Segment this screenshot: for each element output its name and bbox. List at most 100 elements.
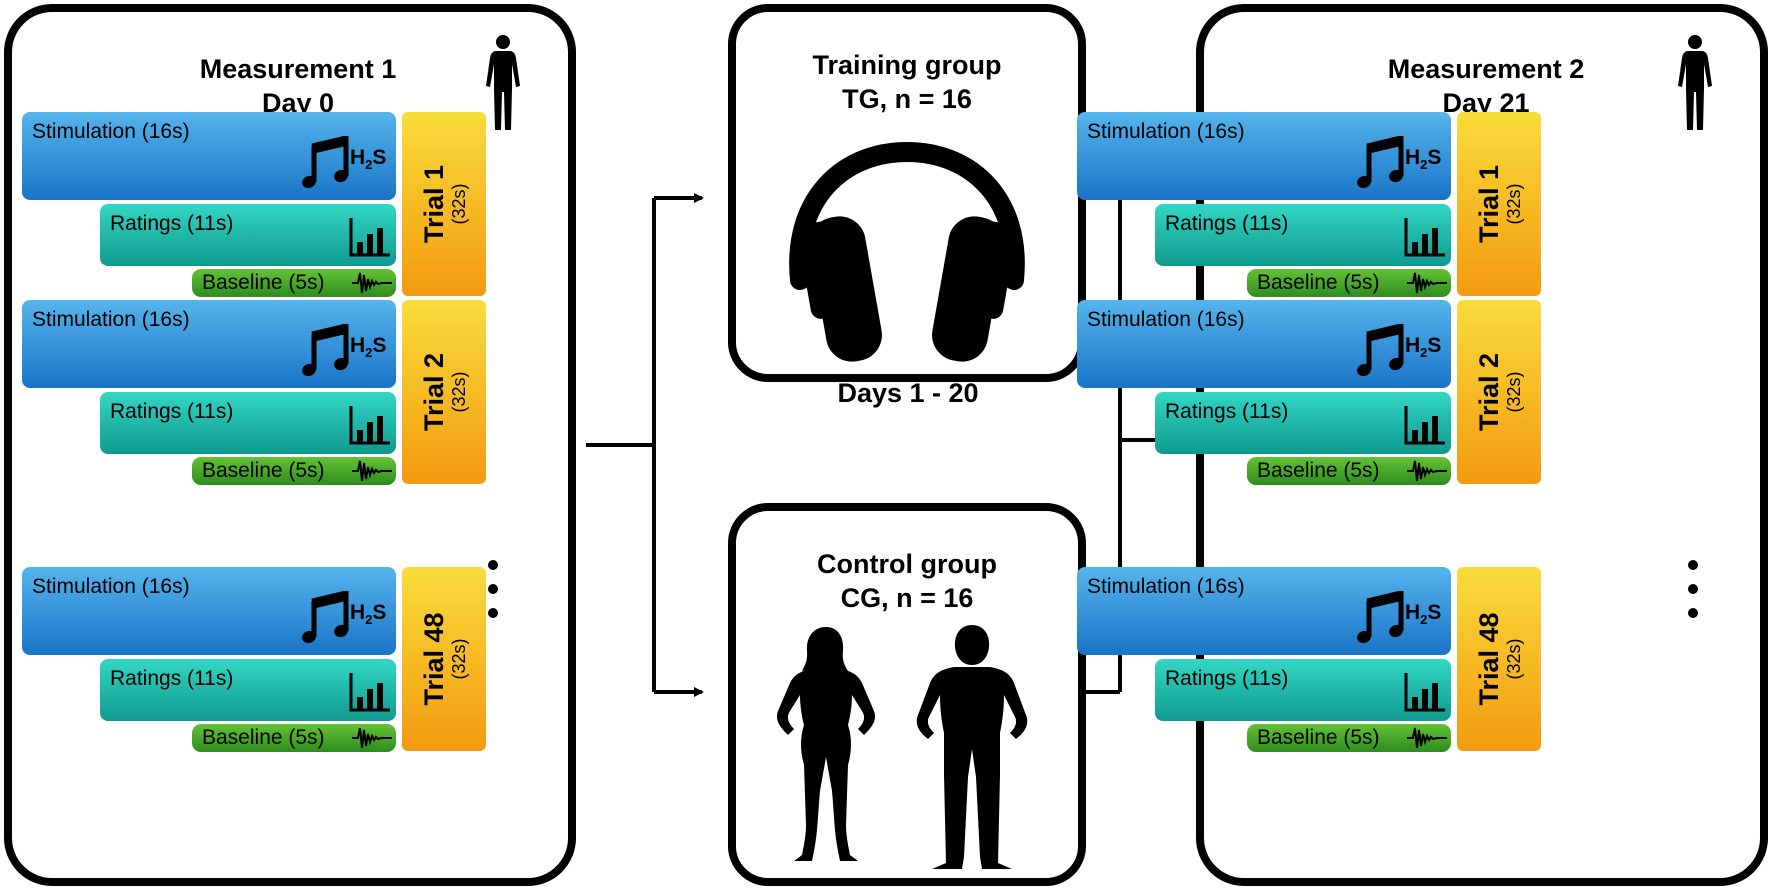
trial-bar: Trial 2(32s)	[402, 300, 486, 484]
h2s-h: H	[1405, 146, 1421, 169]
music-note-icon	[1357, 322, 1405, 383]
training-group-title-line1: Training group	[812, 50, 1002, 80]
baseline-label: Baseline (5s)	[202, 459, 325, 482]
waveform-icon	[1407, 459, 1447, 488]
trial-duration: (32s)	[1504, 638, 1524, 680]
trial-duration: (32s)	[1504, 183, 1524, 225]
stimulation-block: Stimulation (16s) H2S	[1077, 112, 1451, 200]
person-icon	[486, 35, 520, 130]
ratings-label: Ratings (11s)	[1165, 667, 1289, 690]
waveform-icon	[352, 459, 392, 488]
ratings-label: Ratings (11s)	[110, 667, 234, 690]
h2s-s: S	[372, 601, 387, 624]
trial-bar: Trial 1(32s)	[1457, 112, 1541, 296]
control-group-title-line1: Control group	[817, 549, 997, 579]
ratings-block: Ratings (11s)	[100, 392, 396, 454]
h2s-label: H2S	[350, 601, 386, 627]
h2s-subscript: 2	[365, 345, 373, 361]
ratings-label: Ratings (11s)	[110, 212, 234, 235]
ratings-block: Ratings (11s)	[1155, 392, 1451, 454]
trial-bar: Trial 2(32s)	[1457, 300, 1541, 484]
ratings-label: Ratings (11s)	[1165, 212, 1289, 235]
h2s-subscript: 2	[365, 157, 373, 173]
baseline-label: Baseline (5s)	[1257, 726, 1380, 749]
stimulation-label: Stimulation (16s)	[1087, 575, 1245, 598]
trial-label: Trial 48(32s)	[1474, 612, 1524, 705]
bar-chart-icon	[348, 216, 392, 263]
stimulation-label: Stimulation (16s)	[32, 308, 190, 331]
h2s-s: S	[372, 334, 387, 357]
bar-chart-icon	[348, 404, 392, 451]
stimulation-block: Stimulation (16s) H2S	[1077, 300, 1451, 388]
trial-label: Trial 48(32s)	[419, 612, 469, 705]
measurement-2-title: Measurement 2 Day 21	[1356, 52, 1616, 120]
waveform-icon	[352, 271, 392, 300]
h2s-s: S	[1427, 334, 1442, 357]
measurement-2-title-line1: Measurement 2	[1387, 54, 1585, 84]
h2s-subscript: 2	[1420, 157, 1428, 173]
h2s-label: H2S	[1405, 601, 1441, 627]
stimulation-block: Stimulation (16s)H2S	[22, 112, 396, 200]
control-group-panel: Control group CG, n = 16	[728, 503, 1086, 886]
baseline-label: Baseline (5s)	[202, 726, 325, 749]
h2s-h: H	[350, 334, 366, 357]
h2s-label: H2S	[1405, 334, 1441, 360]
h2s-subscript: 2	[1420, 345, 1428, 361]
trial-name: Trial 1	[419, 164, 449, 244]
baseline-block: Baseline (5s)	[192, 457, 396, 485]
baseline-block: Baseline (5s)	[192, 269, 396, 297]
bar-chart-icon	[1403, 216, 1447, 263]
baseline-label: Baseline (5s)	[1257, 271, 1380, 294]
ellipsis-dots-right	[1688, 560, 1700, 632]
trial-bar: Trial 48(32s)	[402, 567, 486, 751]
ratings-block: Ratings (11s)	[1155, 659, 1451, 721]
stimulation-label: Stimulation (16s)	[32, 575, 190, 598]
waveform-icon	[1407, 271, 1447, 300]
trial-label: Trial 1(32s)	[1474, 165, 1524, 243]
baseline-block: Baseline (5s)	[192, 724, 396, 752]
trial-name: Trial 48	[1474, 612, 1504, 706]
h2s-label: H2S	[1405, 146, 1441, 172]
h2s-s: S	[1427, 146, 1442, 169]
trial-name: Trial 1	[1474, 164, 1504, 244]
headphones-icon	[789, 141, 1025, 362]
control-group-title: Control group CG, n = 16	[736, 547, 1078, 615]
h2s-s: S	[372, 146, 387, 169]
woman-silhouette-icon	[776, 627, 876, 861]
baseline-block: Baseline (5s)	[1247, 724, 1451, 752]
h2s-h: H	[1405, 334, 1421, 357]
ellipsis-dots-left	[488, 560, 500, 632]
training-group-panel: Training group TG, n = 16	[728, 4, 1086, 382]
trial-name: Trial 48	[419, 612, 449, 706]
training-group-title-line2: TG, n = 16	[842, 84, 972, 114]
music-note-icon	[302, 589, 350, 650]
measurement-1-title-line1: Measurement 1	[199, 54, 397, 84]
control-group-title-line2: CG, n = 16	[840, 583, 974, 613]
music-note-icon	[1357, 134, 1405, 195]
ratings-block: Ratings (11s)	[100, 204, 396, 266]
trial-label: Trial 2(32s)	[1474, 353, 1524, 431]
trial-name: Trial 2	[1474, 352, 1504, 432]
trial-duration: (32s)	[1504, 371, 1524, 413]
baseline-block: Baseline (5s)	[1247, 269, 1451, 297]
bar-chart-icon	[1403, 404, 1447, 451]
trial-duration: (32s)	[449, 371, 469, 413]
training-group-title: Training group TG, n = 16	[736, 48, 1078, 116]
trial-duration: (32s)	[449, 183, 469, 225]
h2s-label: H2S	[350, 334, 386, 360]
h2s-subscript: 2	[1420, 612, 1428, 628]
ratings-block: Ratings (11s)	[100, 659, 396, 721]
trial-duration: (32s)	[449, 638, 469, 680]
h2s-s: S	[1427, 601, 1442, 624]
bar-chart-icon	[1403, 671, 1447, 718]
baseline-block: Baseline (5s)	[1247, 457, 1451, 485]
music-note-icon	[302, 322, 350, 383]
h2s-label: H2S	[350, 146, 386, 172]
stimulation-label: Stimulation (16s)	[1087, 308, 1245, 331]
h2s-h: H	[350, 146, 366, 169]
measurement-1-title: Measurement 1 Day 0	[168, 52, 428, 120]
h2s-h: H	[350, 601, 366, 624]
stimulation-label: Stimulation (16s)	[1087, 120, 1245, 143]
people-silhouette-icon	[776, 625, 1028, 869]
days-label: Days 1 - 20	[837, 378, 979, 408]
